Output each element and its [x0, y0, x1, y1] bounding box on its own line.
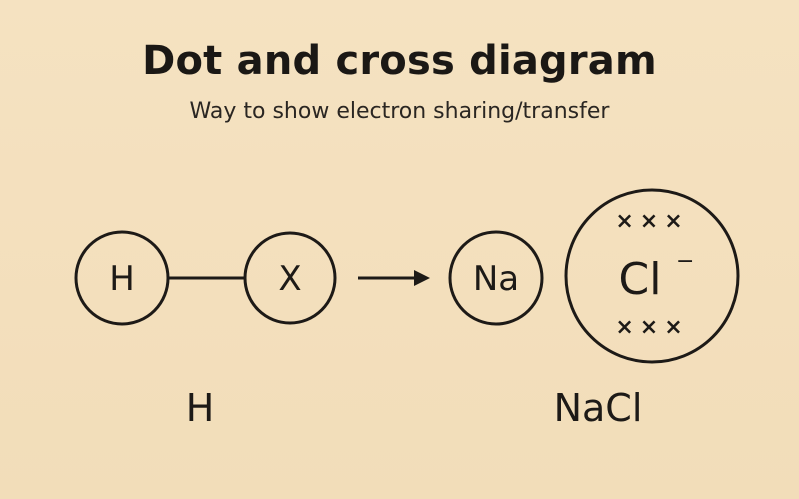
atom-x-label: X	[278, 259, 301, 299]
ionic-caption: NaCl	[554, 386, 643, 430]
atom-na-label: Na	[473, 259, 519, 299]
cl-bottom-electrons: ×××	[615, 315, 688, 340]
diagram-subtitle: Way to show electron sharing/transfer	[189, 99, 610, 124]
atom-cl-ring	[564, 188, 740, 364]
arrow-head	[414, 270, 430, 286]
covalent-caption: H	[186, 386, 215, 430]
atom-h-label: H	[109, 259, 135, 299]
arrow-icon	[358, 270, 430, 286]
atom-x-ring	[243, 231, 337, 325]
atom-cl-label: Cl	[619, 254, 662, 305]
cl-charge: −	[676, 249, 694, 274]
diagram-title: Dot and cross diagram	[142, 38, 657, 84]
cl-top-electrons: ×××	[615, 209, 688, 234]
atom-na-ring	[448, 230, 544, 326]
